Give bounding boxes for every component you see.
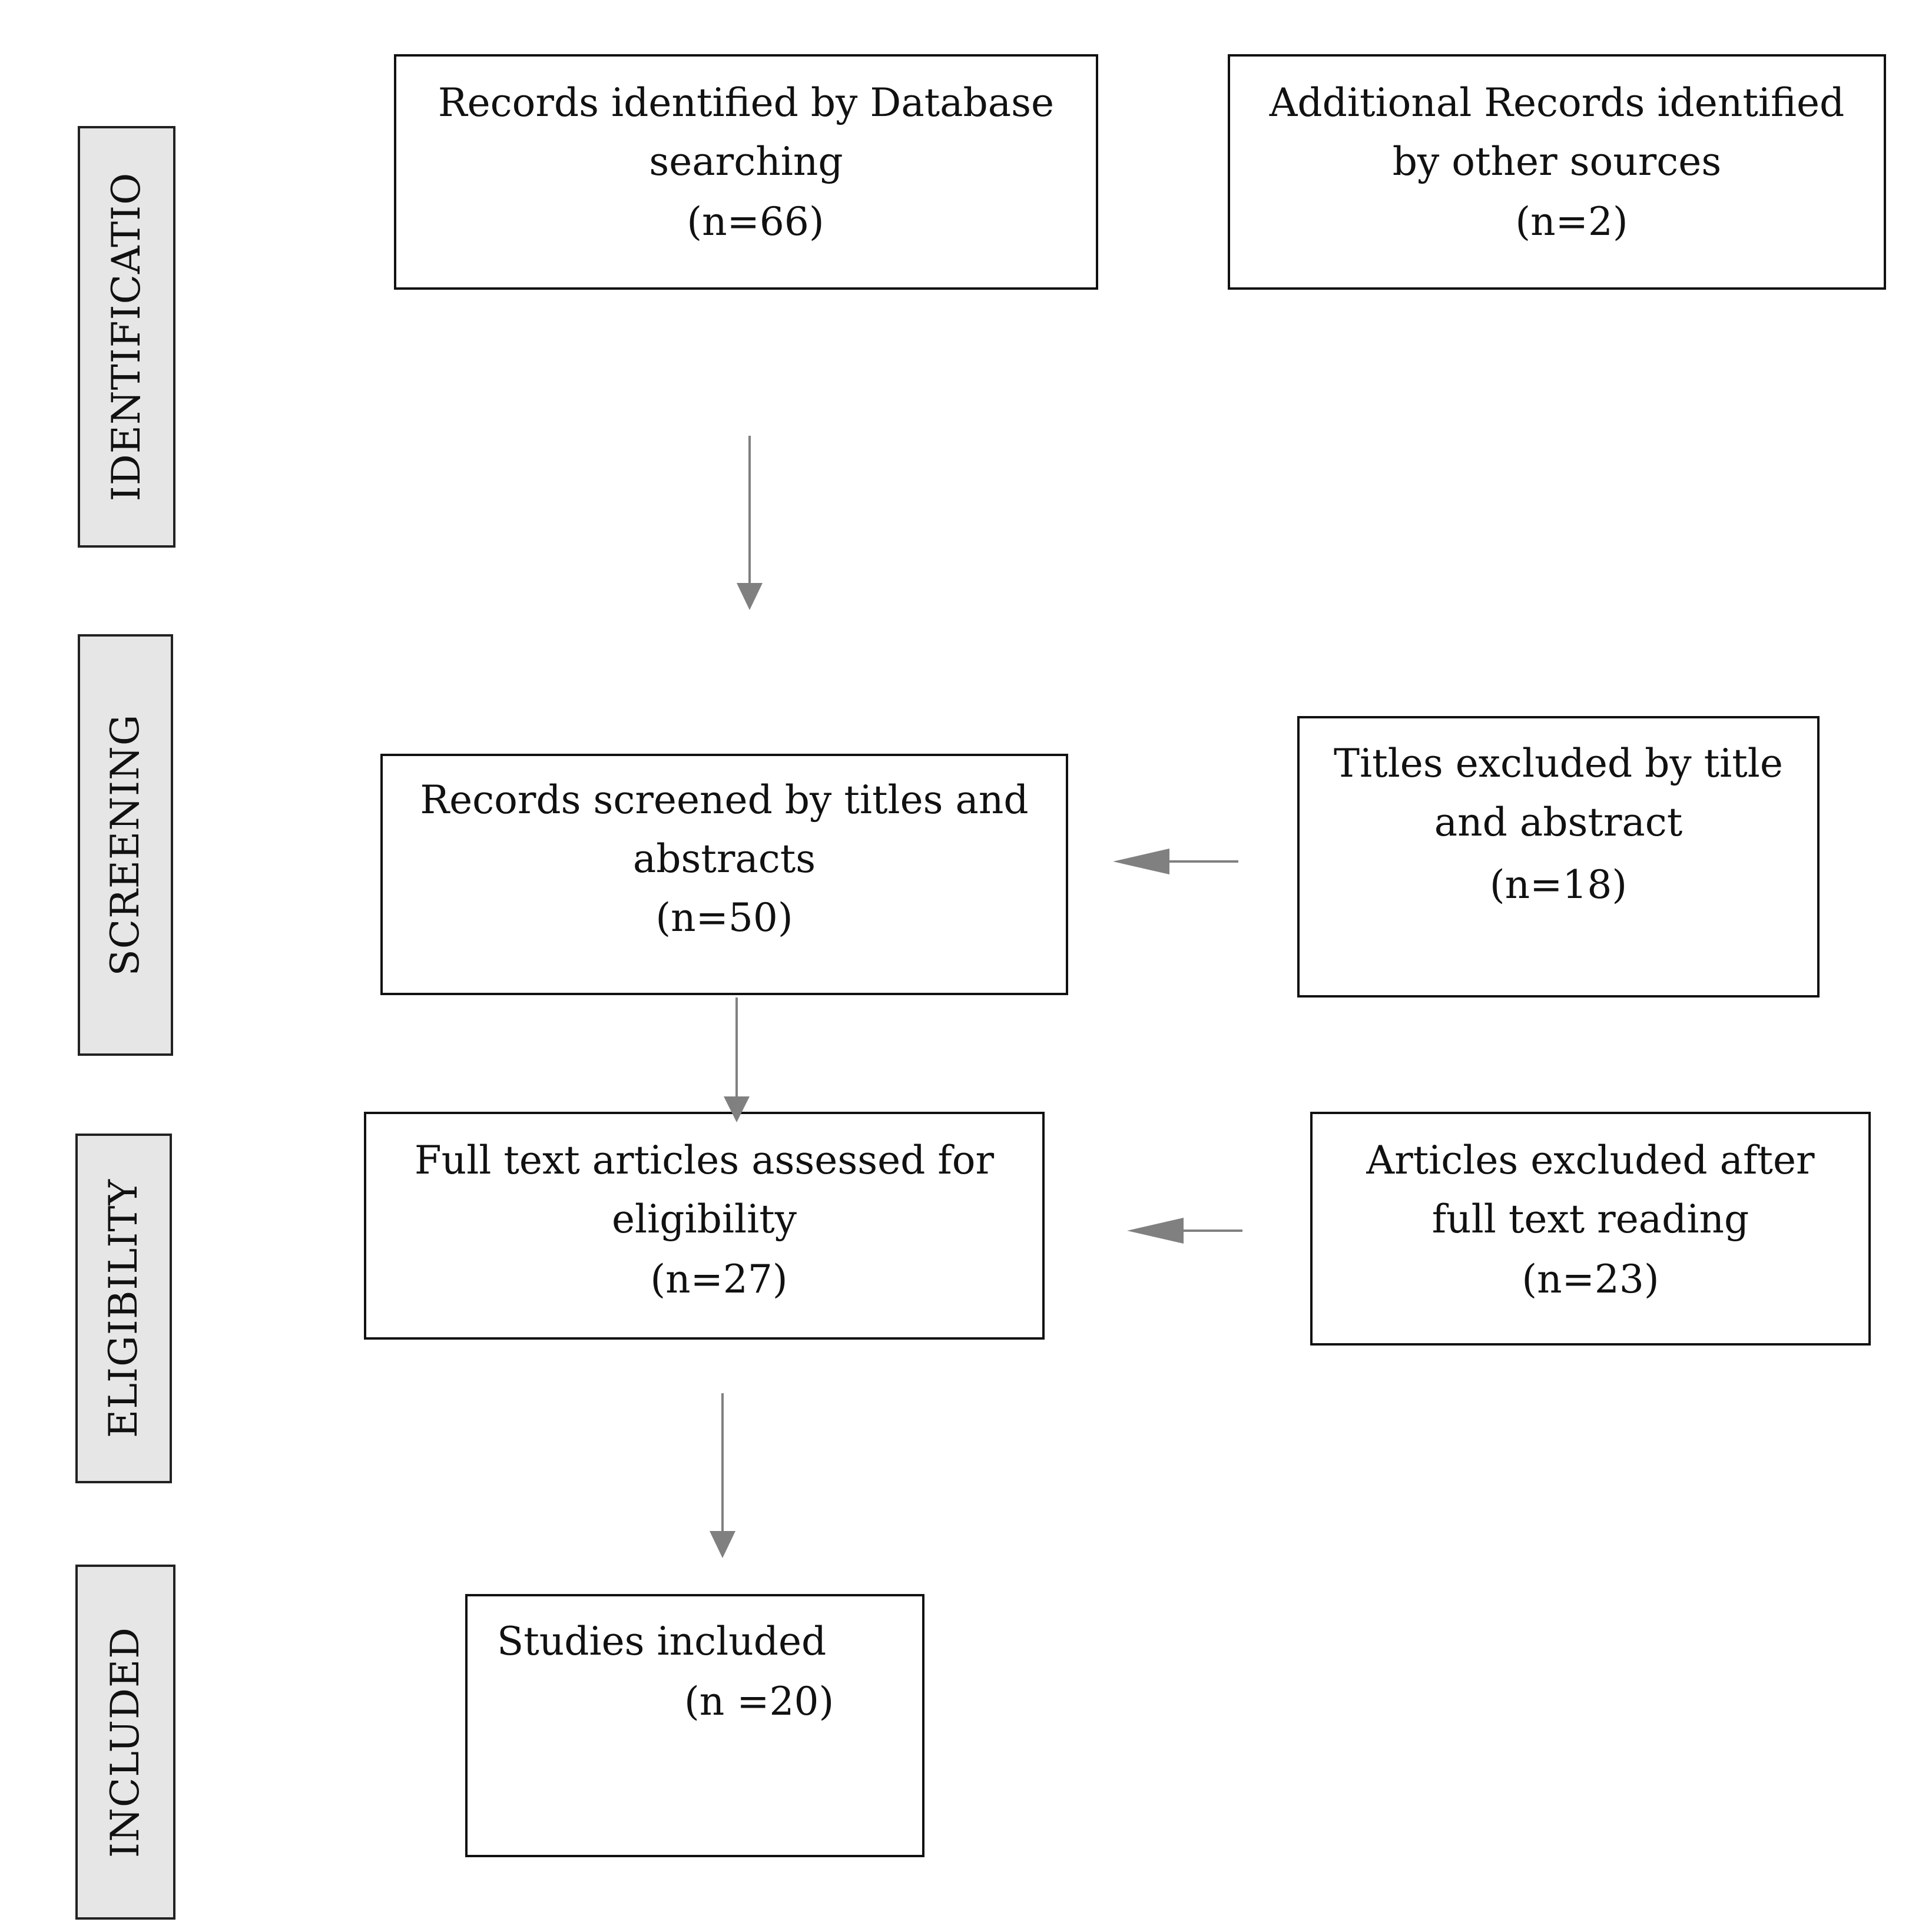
included-line1: Studies included (497, 1619, 827, 1664)
arrow-titles-excluded-head (1113, 849, 1169, 874)
full-text-count: (n=27) (650, 1257, 788, 1302)
articles-excluded-line2: full text reading (1431, 1197, 1749, 1242)
screened-box: Records screened by titles and abstracts… (380, 754, 1068, 995)
database-records-count: (n=66) (687, 199, 824, 244)
titles-excluded-count: (n=18) (1489, 862, 1628, 907)
titles-excluded-box: Titles excluded by title and abstract (n… (1297, 716, 1820, 998)
database-records-line1: Records identified by Database (438, 80, 1055, 125)
database-records-line2: searching (649, 139, 843, 184)
stage-identification: IDENTIFICATIO (78, 126, 175, 548)
full-text-box: Full text articles assessed for eligibil… (364, 1112, 1045, 1340)
additional-records-box: Additional Records identified by other s… (1228, 54, 1886, 290)
arrow-screening-to-eligibility-head (724, 1096, 750, 1122)
screened-line1: Records screened by titles and (420, 777, 1029, 823)
titles-excluded-line1: Titles excluded by title (1334, 741, 1783, 786)
full-text-line1: Full text articles assessed for (414, 1138, 995, 1183)
included-count: (n =20) (684, 1679, 834, 1724)
articles-excluded-count: (n=23) (1522, 1257, 1659, 1302)
database-records-box: Records identified by Database searching… (394, 54, 1098, 290)
included-box: Studies included (n =20) (465, 1594, 924, 1857)
screened-line2: abstracts (632, 836, 816, 882)
additional-records-count: (n=2) (1515, 199, 1628, 244)
articles-excluded-line1: Articles excluded after (1366, 1138, 1815, 1183)
screened-count: (n=50) (655, 895, 793, 940)
additional-records-line2: by other sources (1392, 139, 1722, 184)
arrow-articles-excluded-head (1127, 1218, 1184, 1244)
additional-records-line1: Additional Records identified (1269, 80, 1845, 125)
titles-excluded-line2: and abstract (1434, 800, 1683, 845)
stage-included: INCLUDED (75, 1565, 175, 1920)
arrow-identification-to-screening-head (737, 583, 763, 610)
stage-eligibility: ELIGIBILITY (75, 1134, 172, 1483)
arrow-eligibility-to-included-head (710, 1531, 735, 1558)
articles-excluded-box: Articles excluded after full text readin… (1310, 1112, 1871, 1346)
stage-screening: SCREENING (78, 634, 173, 1056)
full-text-line2: eligibility (611, 1197, 797, 1242)
